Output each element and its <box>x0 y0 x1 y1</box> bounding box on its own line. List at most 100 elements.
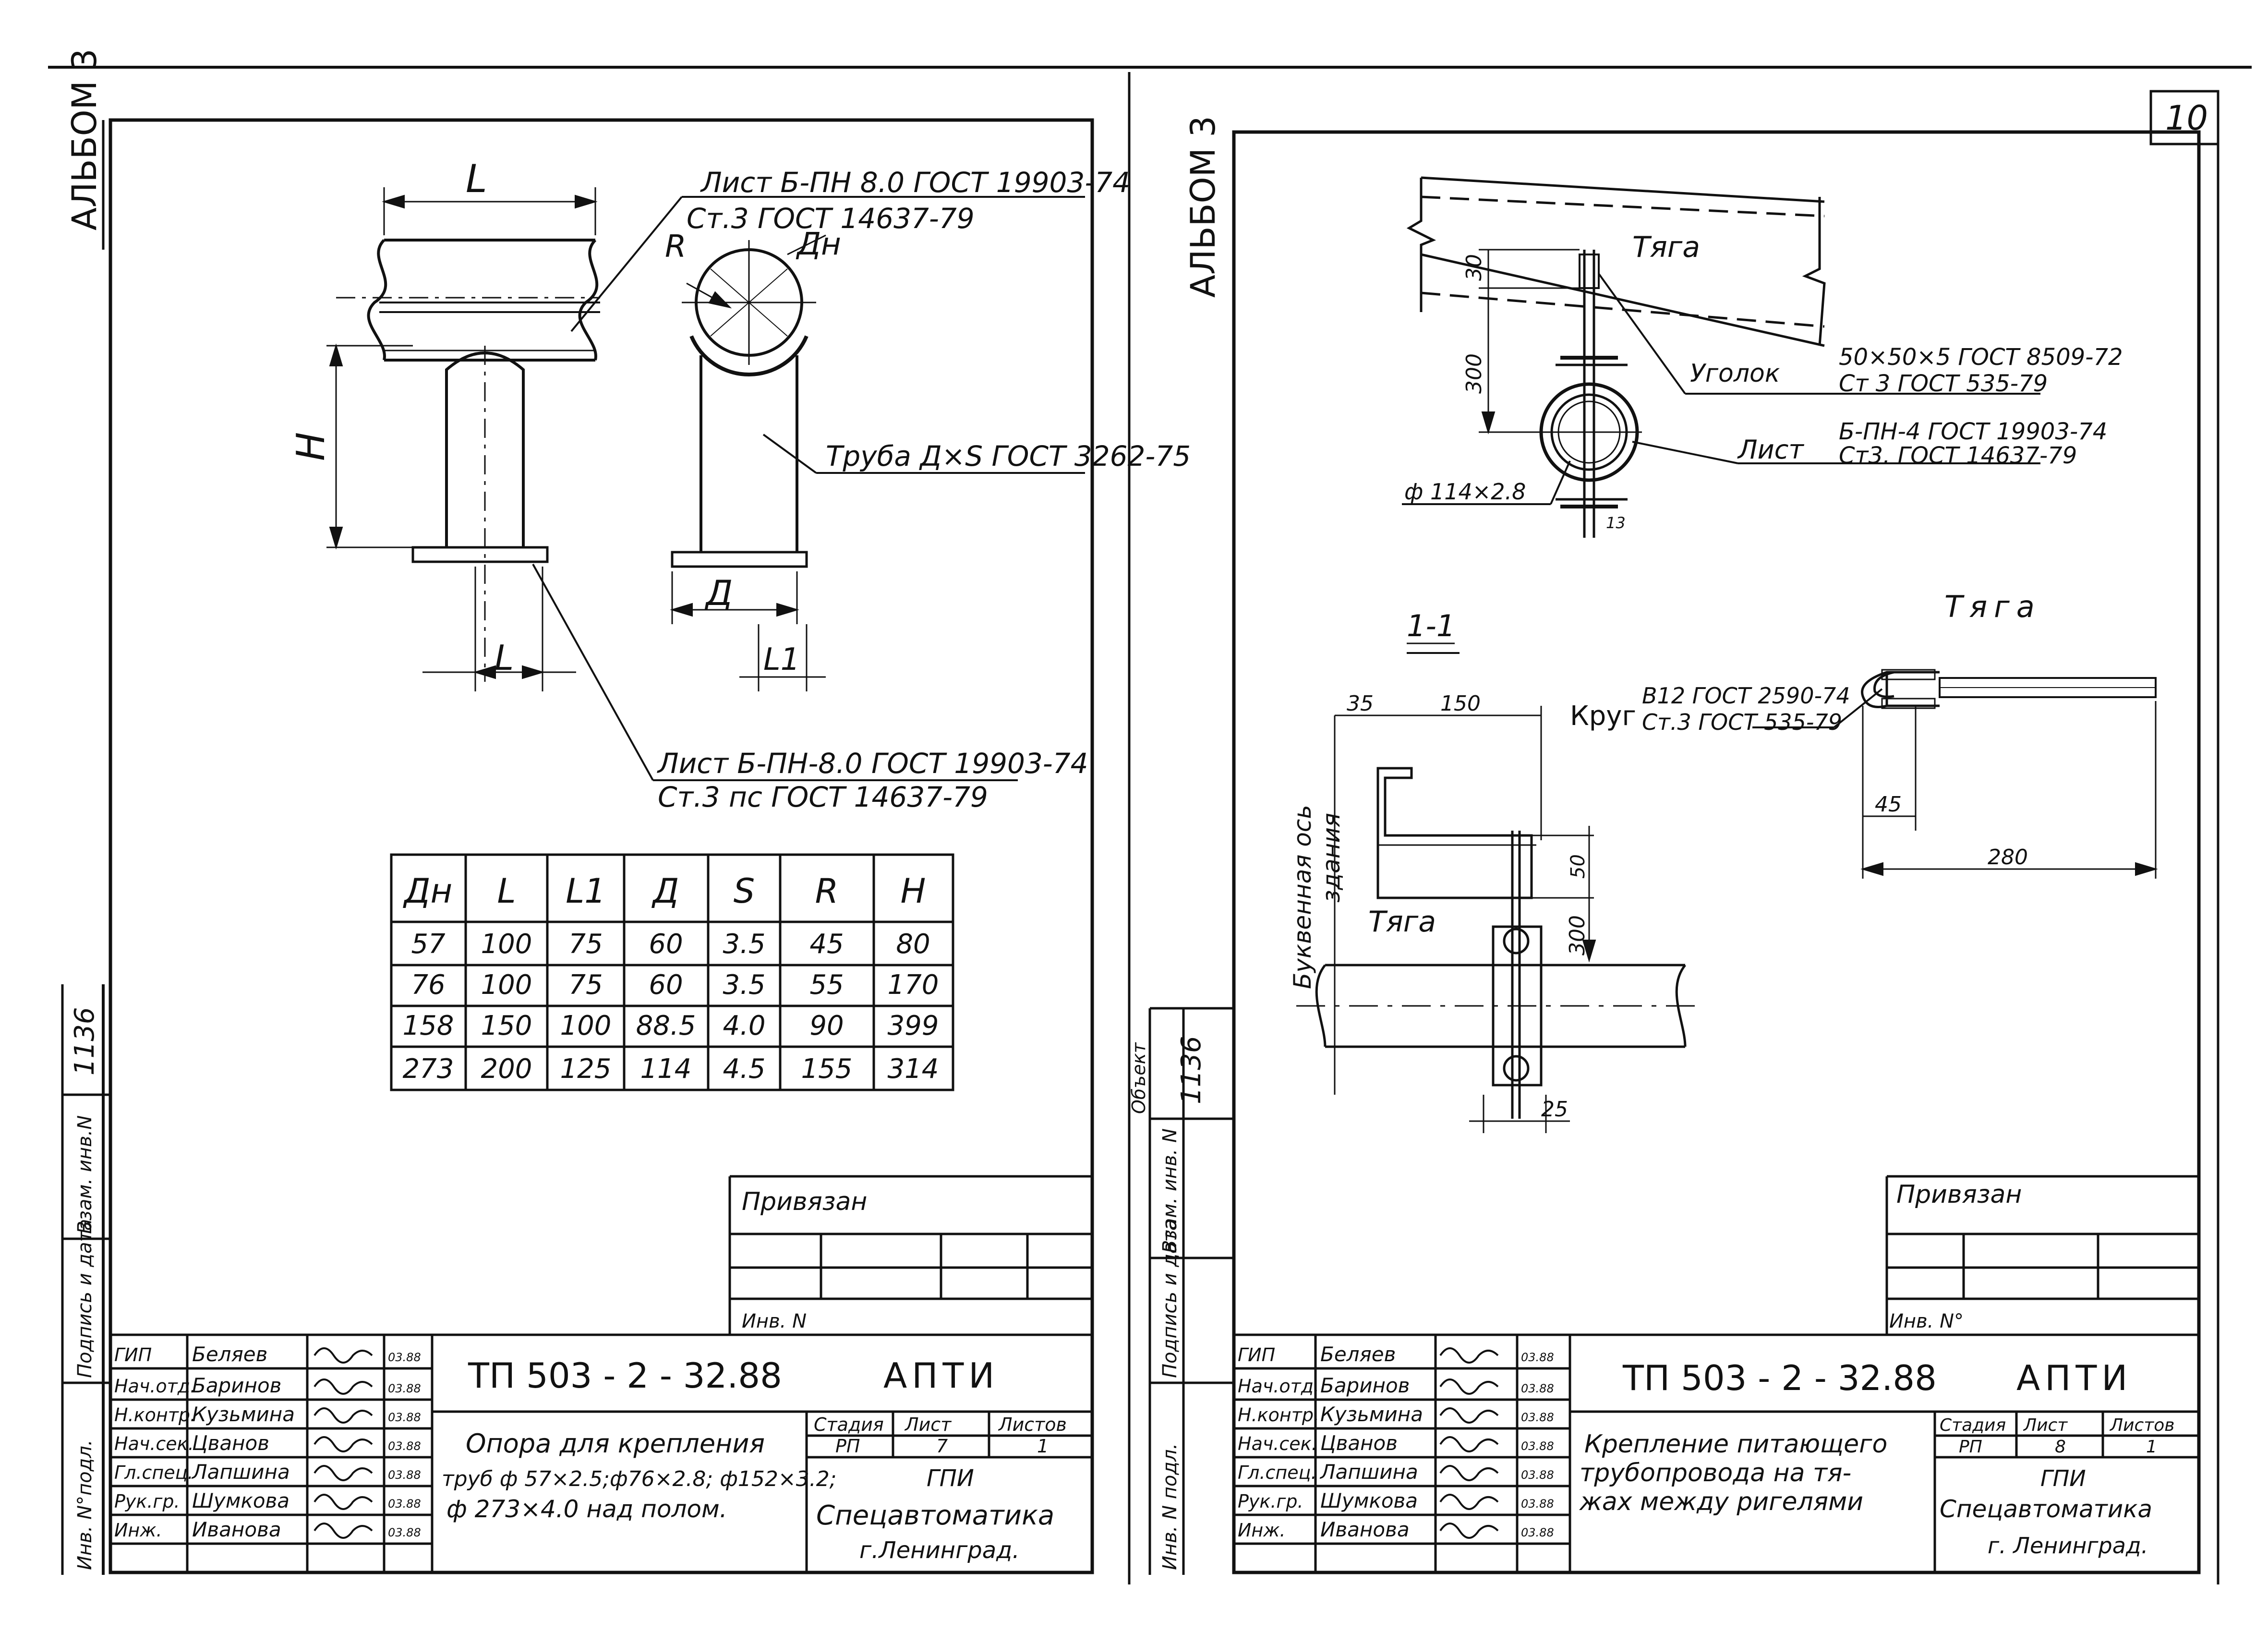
callout-sheet-bottom-1: Лист Б-ПН-8.0 ГОСТ 19903-74 <box>657 747 1088 780</box>
dim-13: 13 <box>1606 514 1626 532</box>
signature-mark <box>314 1436 373 1452</box>
stamp-org-code-left: АПТИ <box>883 1355 999 1396</box>
table-cell: 114 <box>640 1053 692 1085</box>
table-cell: 60 <box>649 929 683 960</box>
left-stamp-grid <box>110 1175 1092 1572</box>
stage-v-1-right: РП <box>1959 1437 1982 1457</box>
table-cell: 200 <box>481 1053 532 1085</box>
stamp-role: Гл.спец. <box>114 1462 193 1483</box>
stamp-date: 03.88 <box>1521 1382 1554 1395</box>
sheet-number: 10 <box>2165 98 2208 138</box>
support-front-view <box>326 187 600 691</box>
callout-pipe: Труба Д×S ГОСТ 3262-75 <box>826 440 1191 472</box>
org-line-right-2: Спецавтоматика <box>1940 1495 2152 1523</box>
table-cell: 100 <box>481 969 532 1001</box>
signature-mark <box>1439 1523 1499 1539</box>
stamp-person: Кузьмина <box>1320 1402 1423 1426</box>
stamp-title-left-2: труб ф 57×2.5;ф76×2.8; ф152×3.2; <box>442 1467 837 1491</box>
privyazan-left: Привязан <box>742 1187 867 1216</box>
dim-35: 35 <box>1347 691 1374 716</box>
dim-50: 50 <box>1567 854 1589 879</box>
table-header-cell: S <box>734 871 755 911</box>
org-line-left-3: г.Ленинград. <box>859 1537 1020 1564</box>
stamp-person: Цванов <box>1320 1431 1398 1455</box>
stamp-role: Рук.гр. <box>114 1491 180 1512</box>
signature-mark <box>314 1347 373 1364</box>
table-header-cell: Дн <box>403 871 452 911</box>
stamp-person: Лапшина <box>191 1460 290 1484</box>
signature-mark <box>314 1465 373 1481</box>
stamp-role: Нач.отд. <box>114 1376 196 1397</box>
callout-round-2: Ст.3 ГОСТ 535-79 <box>1642 709 1842 735</box>
stamp-date: 03.88 <box>1521 1439 1554 1453</box>
stamp-role: Нач.сек. <box>114 1433 194 1454</box>
table-header-cell: H <box>901 871 926 911</box>
stage-v-2-left: 7 <box>936 1436 948 1457</box>
stage-v-3-right: 1 <box>2146 1437 2157 1457</box>
org-line-right-1: ГПИ <box>2040 1465 2086 1491</box>
table-cell: 90 <box>809 1010 844 1041</box>
table-header-cell: R <box>815 871 839 911</box>
table-cell: 150 <box>481 1010 532 1041</box>
table-cell: 76 <box>411 969 445 1001</box>
stamp-person: Шумкова <box>1320 1489 1418 1512</box>
stamp-title-left-3: ф 273×4.0 над полом. <box>446 1495 727 1523</box>
side-label-number: 1136 <box>69 1007 100 1076</box>
stage-v-1-left: РП <box>835 1436 860 1457</box>
stamp-role: Нач.сек. <box>1238 1433 1317 1454</box>
stamp-date: 03.88 <box>388 1411 421 1424</box>
callout-round-1: В12 ГОСТ 2590-74 <box>1642 683 1850 709</box>
right-frame <box>1232 130 2201 1574</box>
stamp-person: Кузьмина <box>192 1402 295 1426</box>
stamp-role: Н.контр. <box>1238 1404 1319 1426</box>
table-cell: 45 <box>809 929 844 960</box>
table-header-cell: L1 <box>566 871 606 911</box>
stamp-date: 03.88 <box>388 1468 421 1482</box>
tyaga-detail-title: Тяга <box>1944 589 2041 624</box>
table-header-cell: Д <box>651 871 679 911</box>
stage-h-3-right: Листов <box>2109 1415 2174 1435</box>
stamp-title-left-1: Опора для крепления <box>466 1428 765 1459</box>
stamp-role: Инж. <box>114 1520 162 1541</box>
stamp-person: Иванова <box>192 1518 281 1541</box>
dim-300-top: 300 <box>1462 353 1486 394</box>
inv-n-left: Инв. N <box>742 1310 807 1332</box>
dim-l-top: L <box>466 157 487 201</box>
side-label-podpis: Подпись и дата <box>74 1219 96 1378</box>
stamp-person: Баринов <box>1320 1374 1410 1397</box>
stamp-date: 03.88 <box>388 1351 421 1364</box>
callout-sheet-top-2: Ст.3 ГОСТ 14637-79 <box>687 202 975 235</box>
stamp-person: Иванова <box>1320 1518 1410 1541</box>
stamp-role: Нач.отд. <box>1238 1376 1319 1397</box>
signature-mark <box>1439 1465 1499 1481</box>
dim-h: H <box>289 432 333 461</box>
signature-mark <box>1439 1347 1499 1364</box>
stage-h-1-right: Стадия <box>1940 1415 2006 1435</box>
table-cell: 314 <box>888 1053 939 1085</box>
left-frame <box>109 118 1094 1574</box>
table-cell: 60 <box>649 969 683 1001</box>
dim-150: 150 <box>1440 691 1481 716</box>
callout-sheet-name: Лист <box>1737 435 1804 465</box>
stage-v-2-right: 8 <box>2055 1437 2066 1457</box>
stamp-date: 03.88 <box>1521 1526 1554 1539</box>
table-cell: 4.0 <box>723 1010 765 1041</box>
table-cell: 273 <box>403 1053 454 1085</box>
callout-sheet-bottom-2: Ст.3 пс ГОСТ 14637-79 <box>658 781 988 813</box>
dim-30: 30 <box>1462 254 1486 281</box>
label-tyaga-top: Тяга <box>1632 230 1700 264</box>
signature-mark <box>1439 1494 1499 1510</box>
signature-mark <box>314 1523 373 1539</box>
dim-d: Д <box>704 573 733 613</box>
stamp-role: Гл.спец. <box>1238 1462 1317 1483</box>
table-cell: 75 <box>568 969 603 1001</box>
callout-angle-1: 50×50×5 ГОСТ 8509-72 <box>1839 344 2123 371</box>
stamp-role: ГИП <box>1238 1344 1275 1366</box>
album-label-left: АЛЬБОМ 3 <box>65 48 104 230</box>
stamp-person: Лапшина <box>1319 1460 1418 1484</box>
dim-25: 25 <box>1541 1097 1568 1122</box>
stamp-code-left: ТП 503 - 2 - 32.88 <box>468 1355 782 1396</box>
stage-h-1-left: Стадия <box>814 1414 884 1435</box>
